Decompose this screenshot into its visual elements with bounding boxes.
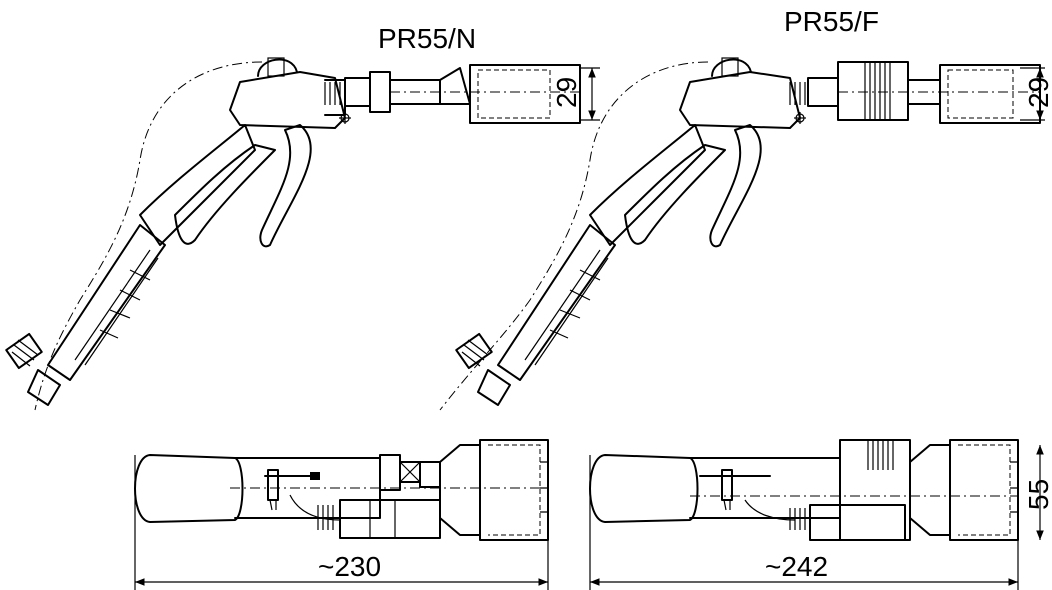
- lower-fitting-f: [809, 504, 906, 541]
- height-dimension-f: 55: [1023, 479, 1052, 510]
- thread-f: [789, 82, 806, 105]
- pr55f-side-view: [439, 57, 1045, 411]
- barrel-f: [497, 224, 616, 381]
- grip-n: [139, 124, 256, 246]
- length-dimension-f: ~242: [765, 551, 828, 582]
- knurled-coupling-top-f: [839, 439, 911, 541]
- swing-arc-n: [34, 61, 263, 411]
- lower-fitting-n: [339, 499, 441, 539]
- hose-nut-top-f: [949, 439, 1019, 541]
- pr55n-top-view: [134, 439, 549, 590]
- nozzle-f: [477, 369, 511, 406]
- pr55f-top-view: [589, 439, 1044, 590]
- nut-dimension-f: 29: [1023, 77, 1052, 108]
- swing-arc-f: [439, 61, 709, 411]
- knurl-nut-n: [5, 332, 43, 370]
- thread-n: [324, 82, 341, 105]
- trigger-knob-n: [257, 58, 298, 77]
- grip-f: [589, 124, 706, 246]
- knurled-coupling-f: [837, 61, 909, 121]
- lever-clip-f: [721, 469, 733, 501]
- trigger-knob-f: [711, 58, 752, 77]
- nut-dimension-n: 29: [551, 77, 582, 108]
- trigger-f: [709, 124, 762, 248]
- model-label-f: PR55/F: [784, 6, 879, 37]
- hose-nut-top-n: [479, 439, 549, 541]
- hose-nut-n: [469, 64, 581, 124]
- grip-end-n: [134, 454, 244, 523]
- trigger-n: [259, 124, 312, 248]
- fitting-n: [344, 77, 371, 107]
- lever-clip-n: [267, 469, 279, 501]
- grip-end-f: [589, 454, 699, 523]
- nut-n: [379, 454, 401, 491]
- length-dimension-n: ~230: [318, 551, 381, 582]
- nozzle-n: [27, 369, 61, 406]
- model-label-n: PR55/N: [378, 23, 476, 54]
- gun-body-f: [679, 71, 801, 129]
- knurl-nut-f: [455, 332, 493, 370]
- pr55n-side-view: [5, 57, 600, 411]
- barrel-n: [47, 224, 166, 381]
- fitting-f: [807, 77, 839, 107]
